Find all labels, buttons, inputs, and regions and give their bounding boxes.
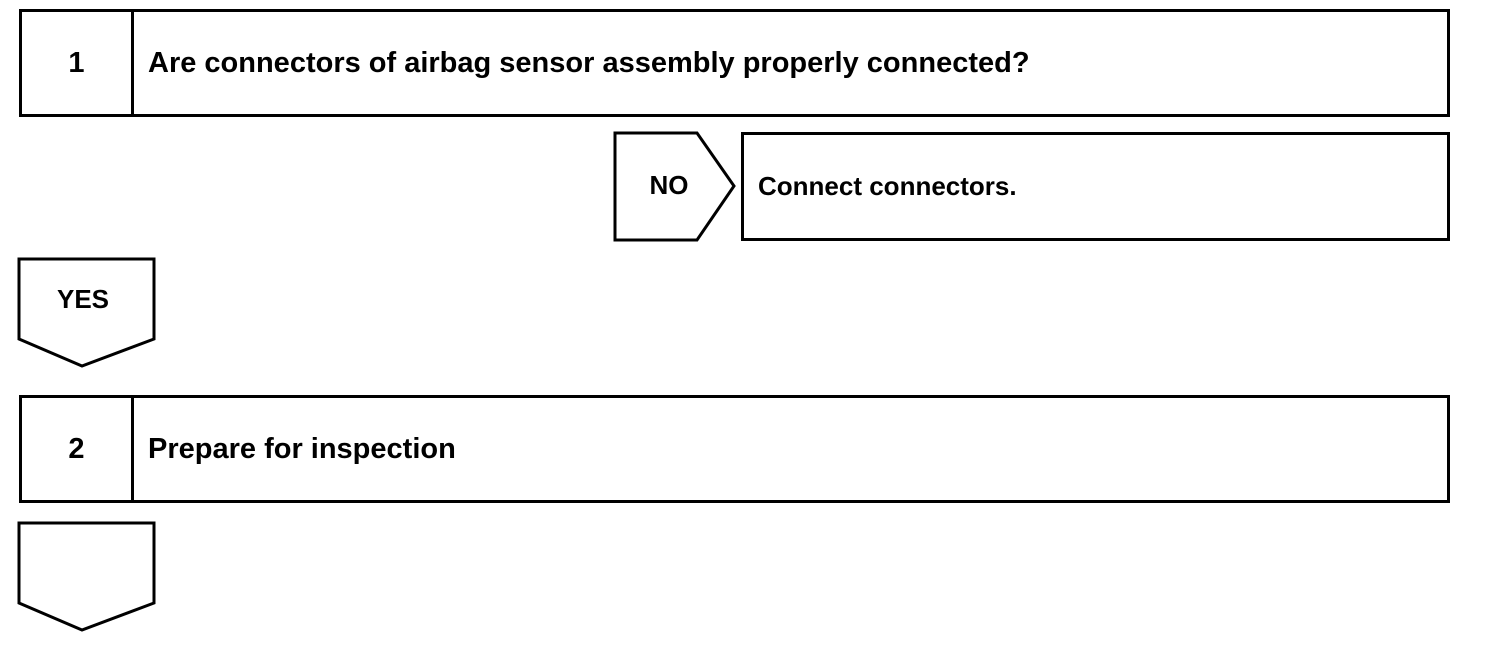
no-arrow-shape: [613, 131, 738, 243]
next-arrow-shape: [17, 521, 157, 633]
step-2-number: 2: [22, 398, 134, 500]
step-2-box: 2 Prepare for inspection: [19, 395, 1450, 503]
step-1-number: 1: [22, 12, 134, 114]
no-label: NO: [649, 170, 689, 200]
step-2-title: Prepare for inspection: [148, 432, 456, 465]
yes-label: YES: [56, 284, 110, 314]
step-1-box: 1 Are connectors of airbag sensor assemb…: [19, 9, 1450, 117]
no-action-text: Connect connectors.: [758, 171, 1017, 201]
step-1-question: Are connectors of airbag sensor assembly…: [148, 46, 1030, 79]
no-action-box: Connect connectors.: [741, 132, 1450, 241]
yes-arrow-shape: [17, 257, 157, 369]
